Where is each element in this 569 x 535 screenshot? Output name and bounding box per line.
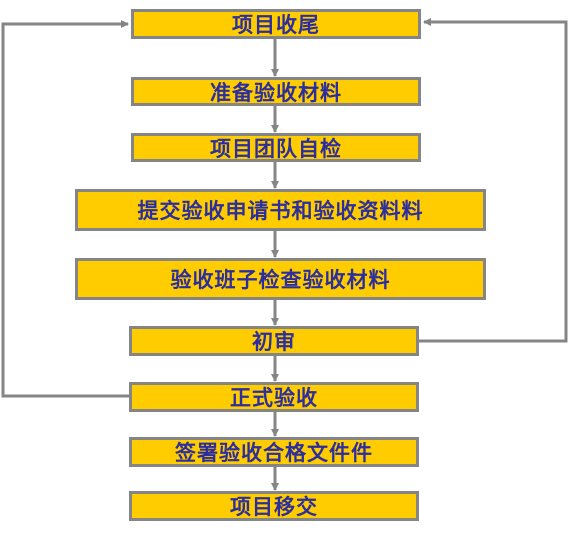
step-box: 项目收尾	[131, 9, 421, 39]
step-box: 签署验收合格文件件	[129, 437, 419, 467]
feedback-arrow-left	[1, 20, 129, 398]
step-box: 提交验收申请书和验收资料料	[75, 189, 486, 231]
step-box: 验收班子检查验收材料	[75, 258, 486, 300]
step-box: 初审	[129, 326, 419, 356]
step-box: 项目团队自检	[131, 133, 421, 162]
step-box: 项目移交	[129, 491, 419, 521]
step-box: 正式验收	[129, 382, 419, 412]
feedback-arrow-right	[419, 18, 568, 343]
step-box: 准备验收材料	[131, 77, 421, 106]
